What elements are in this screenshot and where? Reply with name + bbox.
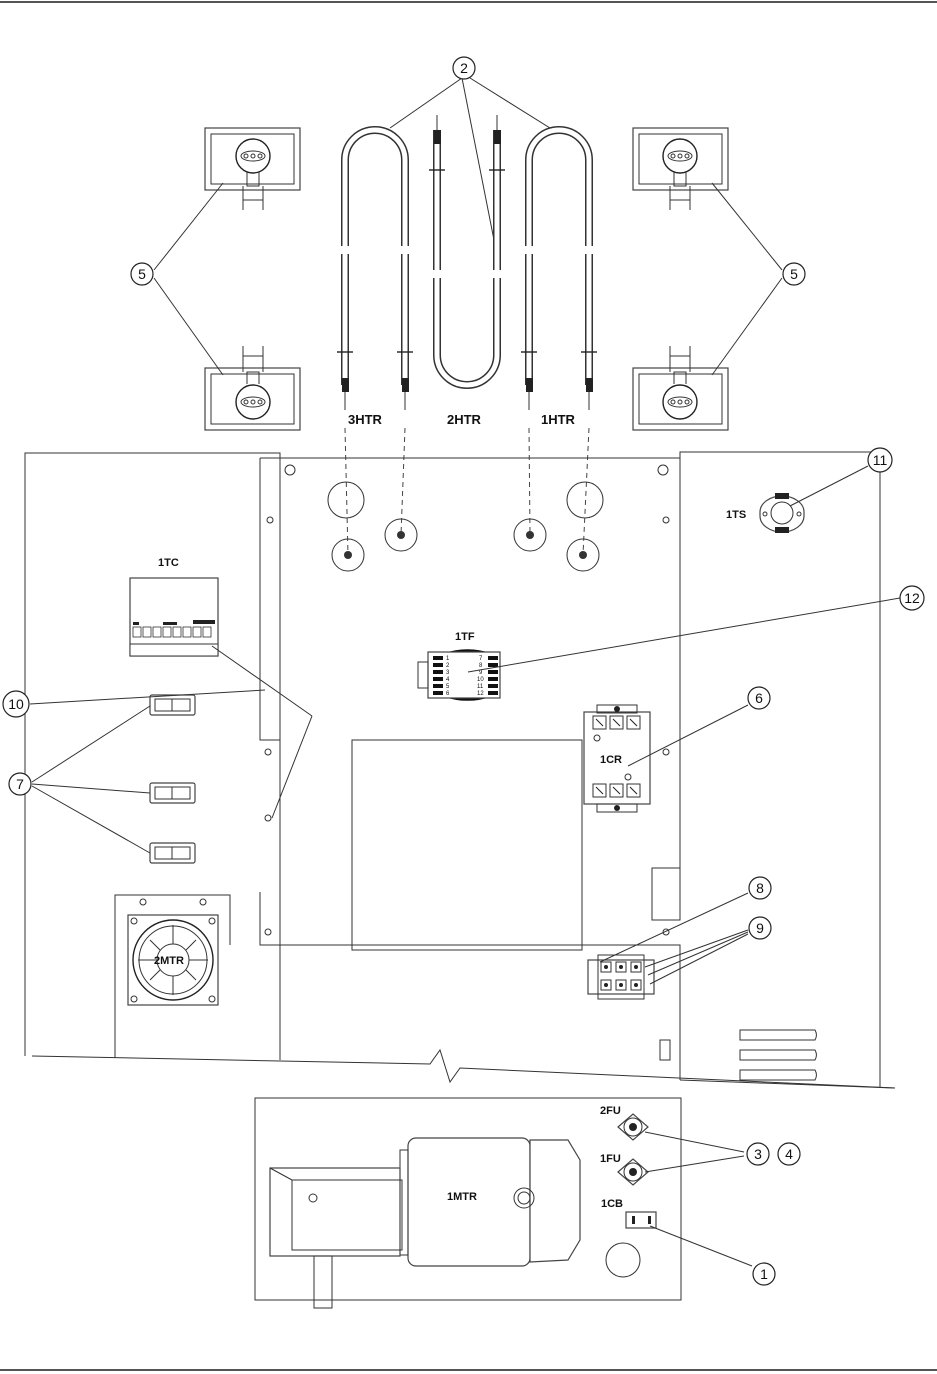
thermostat-1ts xyxy=(759,493,805,533)
callout-2-text: 2 xyxy=(460,60,468,76)
terminal-strip xyxy=(587,954,655,1000)
fuse-holders xyxy=(149,694,196,864)
heater-terminal-bushings xyxy=(331,518,600,572)
fuse-holder-1 xyxy=(149,694,196,716)
callout-5-right: 5 xyxy=(782,262,806,286)
tf-pin-8: 8 xyxy=(479,663,483,669)
heater-2htr xyxy=(429,115,505,389)
callout-8-text: 8 xyxy=(756,880,764,896)
tf-pin-7: 7 xyxy=(479,656,483,662)
tf-pin-2: 2 xyxy=(446,663,450,669)
terminal-block-1tf: 1 2 3 4 5 6 7 8 9 10 11 12 xyxy=(417,649,501,701)
tf-pin-9: 9 xyxy=(479,670,483,676)
leader-lines xyxy=(29,77,901,1267)
label-1cr: 1CR xyxy=(600,754,622,766)
label-2mtr: 2MTR xyxy=(154,955,184,967)
callout-4: 4 xyxy=(777,1142,801,1166)
callout-12-text: 12 xyxy=(904,590,920,606)
callout-5-left-text: 5 xyxy=(138,266,146,282)
label-2htr: 2HTR xyxy=(447,412,482,427)
callout-10-text: 10 xyxy=(8,696,24,712)
callout-4-text: 4 xyxy=(785,1146,793,1162)
left-side-panel xyxy=(24,452,281,1060)
callout-7: 7 xyxy=(8,772,32,796)
lower-panel xyxy=(254,1097,682,1301)
tf-pin-12: 12 xyxy=(477,691,484,697)
callout-8: 8 xyxy=(748,876,772,900)
lamp-bottom-right xyxy=(632,346,729,431)
callout-9: 9 xyxy=(748,916,772,940)
tf-pin-4: 4 xyxy=(446,677,450,683)
right-side-panel xyxy=(659,451,896,1089)
label-1ts: 1TS xyxy=(726,509,746,521)
tf-pin-10: 10 xyxy=(477,677,484,683)
label-1htr: 1HTR xyxy=(541,412,576,427)
label-1tc: 1TC xyxy=(158,557,179,569)
callout-5-right-text: 5 xyxy=(790,266,798,282)
lamp-top-right xyxy=(632,127,729,210)
relay-1cr xyxy=(583,704,651,813)
cooling-fan-2mtr xyxy=(127,898,219,1006)
center-panel xyxy=(259,457,681,1080)
break-line xyxy=(31,1048,896,1089)
label-1cb: 1CB xyxy=(601,1198,623,1210)
lower-knockout xyxy=(605,1242,641,1278)
tf-pin-3: 3 xyxy=(446,670,450,676)
callout-6-text: 6 xyxy=(755,690,763,706)
callout-11: 11 xyxy=(867,447,893,473)
callout-1: 1 xyxy=(752,1262,776,1286)
fuse-1fu xyxy=(617,1158,649,1186)
callout-1-text: 1 xyxy=(760,1266,768,1282)
callout-5-left: 5 xyxy=(130,262,154,286)
callout-3: 3 xyxy=(746,1142,770,1166)
callout-7-text: 7 xyxy=(16,776,24,792)
drive-motor-1mtr xyxy=(269,1137,581,1309)
tf-pin-5: 5 xyxy=(446,684,450,690)
circuit-breaker-1cb xyxy=(625,1211,657,1229)
callout-11-text: 11 xyxy=(873,452,888,468)
callout-6: 6 xyxy=(747,686,771,710)
fuse-2fu xyxy=(617,1113,649,1141)
label-3htr: 3HTR xyxy=(348,412,383,427)
lamp-bottom-left xyxy=(204,346,301,431)
callout-3-text: 3 xyxy=(754,1146,762,1162)
tf-pin-11: 11 xyxy=(477,684,484,690)
callout-10: 10 xyxy=(2,690,30,718)
temperature-controller-1tc xyxy=(129,577,219,657)
vent-louvers xyxy=(739,1029,817,1081)
callout-2: 2 xyxy=(452,56,476,80)
heater-1htr xyxy=(521,126,597,410)
fuse-holder-2 xyxy=(149,782,196,804)
lamp-top-left xyxy=(204,127,301,210)
callout-12: 12 xyxy=(899,585,925,611)
label-1mtr: 1MTR xyxy=(447,1191,477,1203)
heater-3htr xyxy=(337,126,413,410)
fuse-holder-3 xyxy=(149,842,196,864)
label-1fu: 1FU xyxy=(600,1153,621,1165)
tf-pin-6: 6 xyxy=(446,691,450,697)
callout-9-text: 9 xyxy=(756,920,764,936)
tf-pin-1: 1 xyxy=(446,656,450,662)
label-2fu: 2FU xyxy=(600,1105,621,1117)
label-1tf: 1TF xyxy=(455,631,475,643)
heater-leads xyxy=(344,427,590,556)
